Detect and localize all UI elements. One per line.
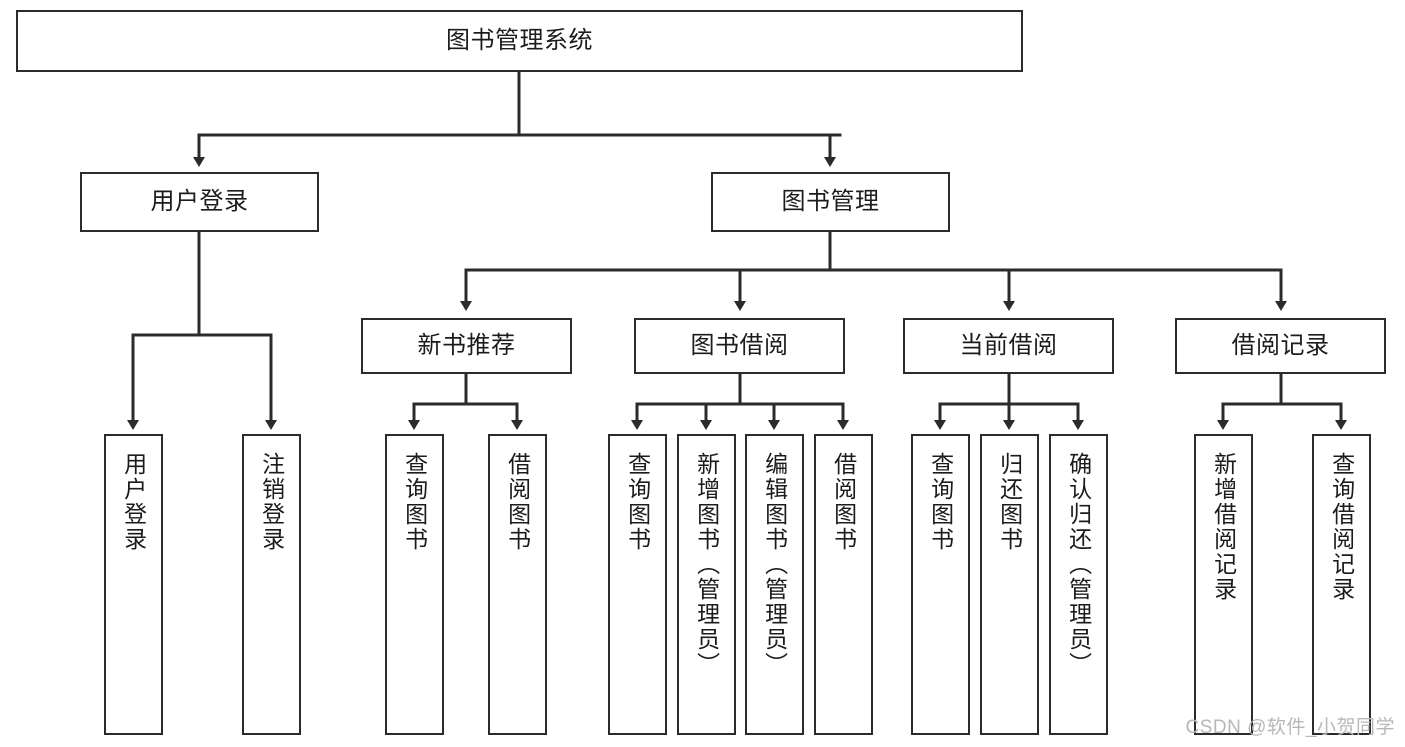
- node-label: 归还图书: [996, 452, 1023, 552]
- node-label: 借阅图书: [830, 452, 857, 552]
- leaf-book-borrow-borrow-books[interactable]: 借阅图书: [814, 434, 873, 735]
- node-book-management[interactable]: 图书管理: [711, 172, 950, 232]
- node-user-login[interactable]: 用户登录: [80, 172, 319, 232]
- node-label: 查询图书: [401, 452, 428, 552]
- leaf-new-book-query-books[interactable]: 查询图书: [385, 434, 444, 735]
- node-label: 查询借阅记录: [1328, 452, 1355, 602]
- leaf-current-borrow-query-books[interactable]: 查询图书: [911, 434, 970, 735]
- leaf-user-login-logout[interactable]: 注销登录: [242, 434, 301, 735]
- leaf-book-borrow-query-books[interactable]: 查询图书: [608, 434, 667, 735]
- node-borrowing-record[interactable]: 借阅记录: [1175, 318, 1386, 374]
- node-label: 图书借阅: [690, 332, 789, 359]
- node-label: 用户登录: [120, 452, 147, 552]
- node-label: 当前借阅: [959, 332, 1058, 359]
- csdn-watermark: CSDN @软件_小贺同学: [1185, 717, 1395, 738]
- node-label: 编辑图书（管理员）: [761, 452, 788, 677]
- node-new-book-recommendation[interactable]: 新书推荐: [361, 318, 572, 374]
- node-label: 新增借阅记录: [1210, 452, 1237, 602]
- node-label: 查询图书: [624, 452, 651, 552]
- node-label: 注销登录: [258, 452, 285, 552]
- leaf-current-borrow-confirm-return-admin[interactable]: 确认归还（管理员）: [1049, 434, 1108, 735]
- node-book-borrowing[interactable]: 图书借阅: [634, 318, 845, 374]
- node-label: 新增图书（管理员）: [693, 452, 720, 677]
- node-label: 查询图书: [927, 452, 954, 552]
- node-label: 借阅记录: [1231, 332, 1330, 359]
- node-root-book-management-system[interactable]: 图书管理系统: [16, 10, 1023, 72]
- leaf-current-borrow-return-books[interactable]: 归还图书: [980, 434, 1039, 735]
- node-label: 借阅图书: [504, 452, 531, 552]
- leaf-user-login-login[interactable]: 用户登录: [104, 434, 163, 735]
- leaf-book-borrow-edit-book-admin[interactable]: 编辑图书（管理员）: [745, 434, 804, 735]
- node-label: 图书管理系统: [446, 27, 593, 54]
- leaf-book-borrow-add-book-admin[interactable]: 新增图书（管理员）: [677, 434, 736, 735]
- leaf-borrow-record-add-record[interactable]: 新增借阅记录: [1194, 434, 1253, 735]
- leaf-borrow-record-query-record[interactable]: 查询借阅记录: [1312, 434, 1371, 735]
- node-label: 用户登录: [150, 188, 249, 215]
- node-label: 确认归还（管理员）: [1065, 452, 1092, 677]
- node-current-borrowing[interactable]: 当前借阅: [903, 318, 1114, 374]
- node-label: 新书推荐: [417, 332, 516, 359]
- leaf-new-book-borrow-books[interactable]: 借阅图书: [488, 434, 547, 735]
- node-label: 图书管理: [781, 188, 880, 215]
